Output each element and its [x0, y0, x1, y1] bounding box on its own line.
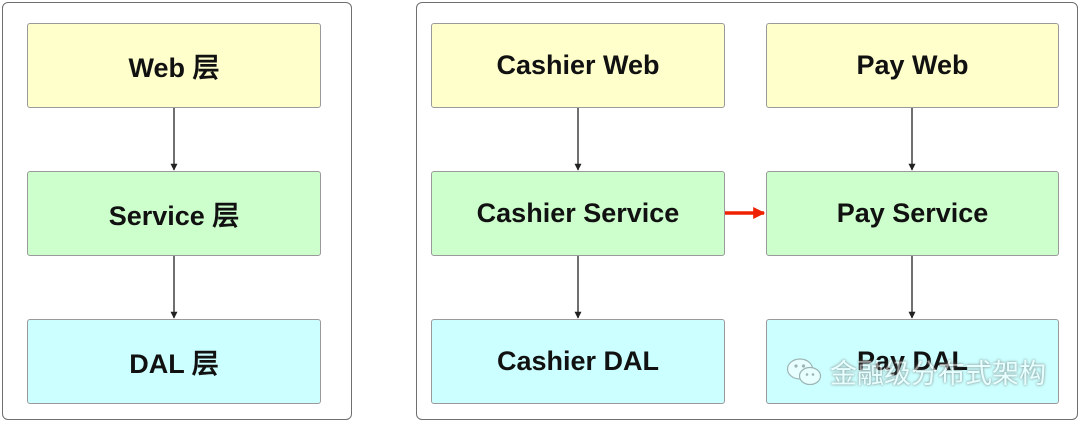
pay-web-label: Pay Web	[856, 50, 969, 80]
watermark: 金融级分布式架构	[786, 352, 1046, 391]
cashier-web-box: Cashier Web	[431, 23, 725, 108]
service-layer-label: Service 层	[108, 201, 240, 231]
cashier-dal-box: Cashier DAL	[431, 319, 725, 404]
web-layer-box: Web 层	[27, 23, 321, 108]
dal-layer-label: DAL 层	[129, 349, 219, 379]
cashier-web-label: Cashier Web	[496, 50, 660, 80]
pay-dal-box: Pay DAL	[766, 319, 1059, 404]
cashier-dal-label: Cashier DAL	[496, 346, 660, 376]
dal-layer-box: DAL 层	[27, 319, 321, 404]
pay-dal-label: Pay DAL	[856, 346, 969, 376]
cashier-service-box: Cashier Service	[431, 171, 725, 256]
pay-service-label: Pay Service	[836, 198, 989, 228]
web-layer-label: Web 层	[128, 53, 220, 83]
pay-web-box: Pay Web	[766, 23, 1059, 108]
pay-service-box: Pay Service	[766, 171, 1059, 256]
wechat-icon	[786, 357, 822, 385]
watermark-text: 金融级分布式架构	[830, 359, 1046, 390]
cashier-service-label: Cashier Service	[476, 198, 680, 228]
service-layer-box: Service 层	[27, 171, 321, 256]
